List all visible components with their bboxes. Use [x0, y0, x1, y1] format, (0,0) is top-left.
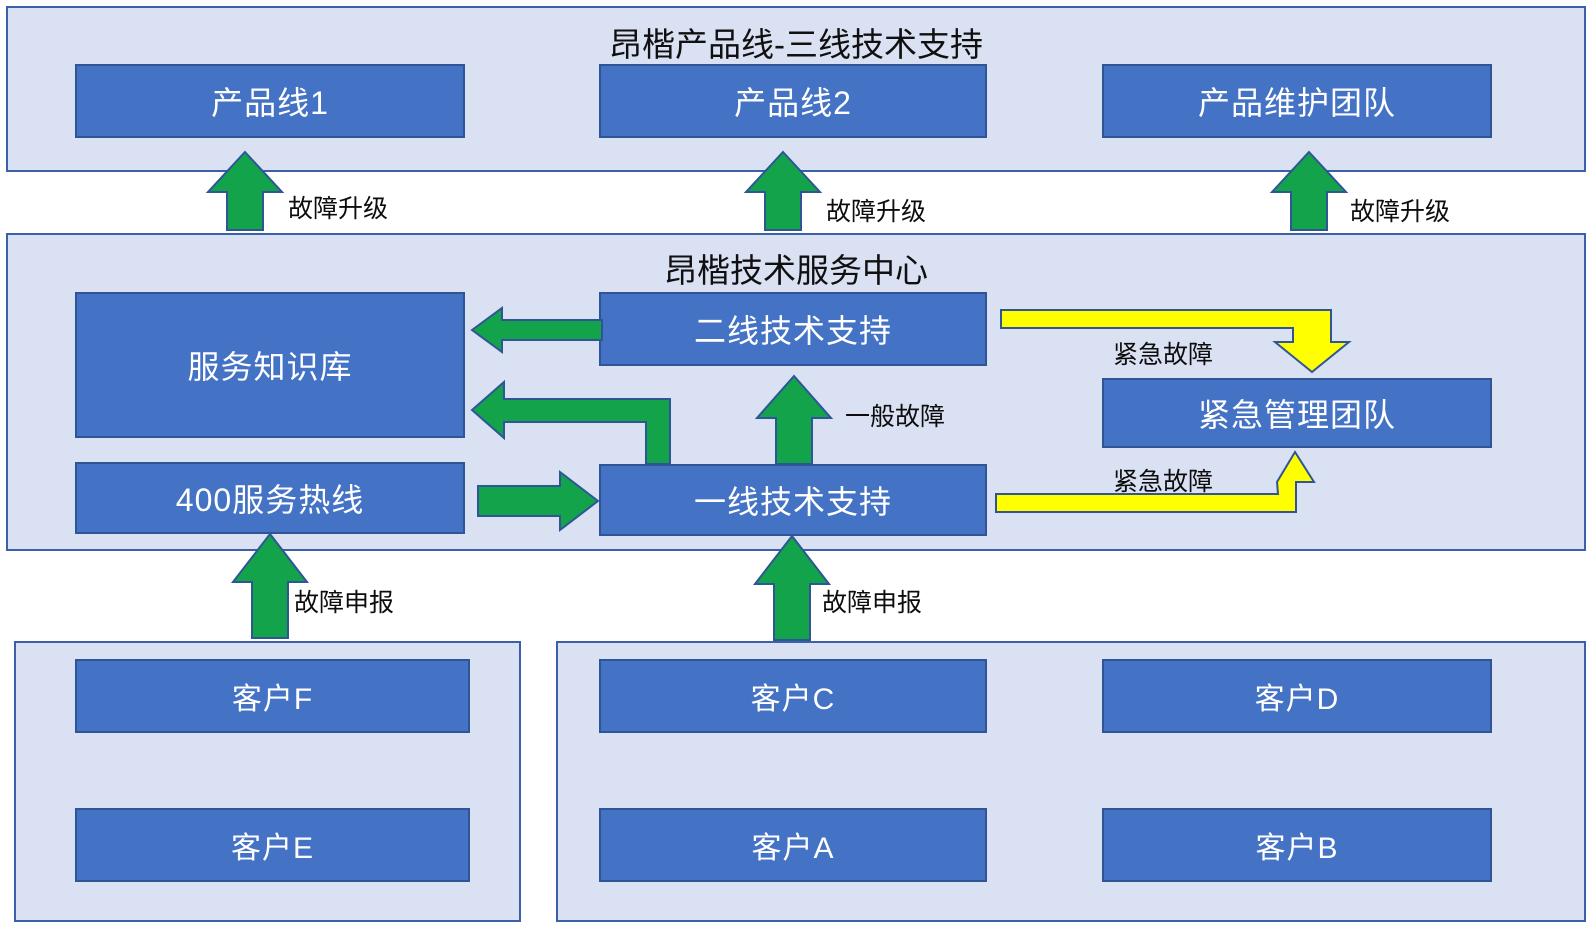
label-emergency-fault-1: 紧急故障: [1113, 341, 1214, 369]
node-product-maintenance-team[interactable]: 产品维护团队: [1102, 64, 1492, 138]
arrow-tier1-to-tier2: [754, 374, 834, 465]
node-customer-a[interactable]: 客户A: [599, 808, 987, 882]
arrow-tier1-to-emergency-team: [995, 450, 1316, 513]
node-emergency-management-team[interactable]: 紧急管理团队: [1102, 378, 1492, 448]
node-customer-f[interactable]: 客户F: [75, 659, 470, 733]
label-fault-report-2: 故障申报: [822, 589, 923, 617]
arrow-tier2-to-knowledge-base: [470, 306, 603, 354]
node-customer-d[interactable]: 客户D: [1102, 659, 1492, 733]
arrow-escalation-3: [1269, 150, 1349, 231]
label-general-fault: 一般故障: [845, 403, 946, 431]
label-escalation-2: 故障升级: [826, 198, 927, 226]
node-tier2-support[interactable]: 二线技术支持: [599, 292, 987, 366]
node-product-line-2[interactable]: 产品线2: [599, 64, 987, 138]
node-400-service-hotline[interactable]: 400服务热线: [75, 462, 465, 534]
node-customer-e[interactable]: 客户E: [75, 808, 470, 882]
label-fault-report-1: 故障申报: [294, 589, 395, 617]
arrow-hotline-to-tier1: [477, 469, 600, 533]
panel-service-center-title: 昂楷技术服务中心: [664, 252, 928, 289]
node-product-line-1[interactable]: 产品线1: [75, 64, 465, 138]
arrow-escalation-2: [743, 150, 823, 231]
arrow-tier1-to-knowledge-base: [470, 379, 671, 465]
arrow-fault-report-1: [230, 532, 310, 639]
arrow-fault-report-2: [752, 534, 832, 641]
panel-tier3-title: 昂楷产品线-三线技术支持: [609, 26, 983, 63]
label-escalation-3: 故障升级: [1350, 198, 1451, 226]
arrow-escalation-1: [205, 150, 285, 231]
node-customer-b[interactable]: 客户B: [1102, 808, 1492, 882]
label-emergency-fault-2: 紧急故障: [1113, 468, 1214, 496]
node-service-knowledge-base[interactable]: 服务知识库: [75, 292, 465, 438]
node-tier1-support[interactable]: 一线技术支持: [599, 464, 987, 536]
arrow-tier2-to-emergency-team: [1000, 309, 1352, 374]
label-escalation-1: 故障升级: [288, 195, 389, 223]
node-customer-c[interactable]: 客户C: [599, 659, 987, 733]
